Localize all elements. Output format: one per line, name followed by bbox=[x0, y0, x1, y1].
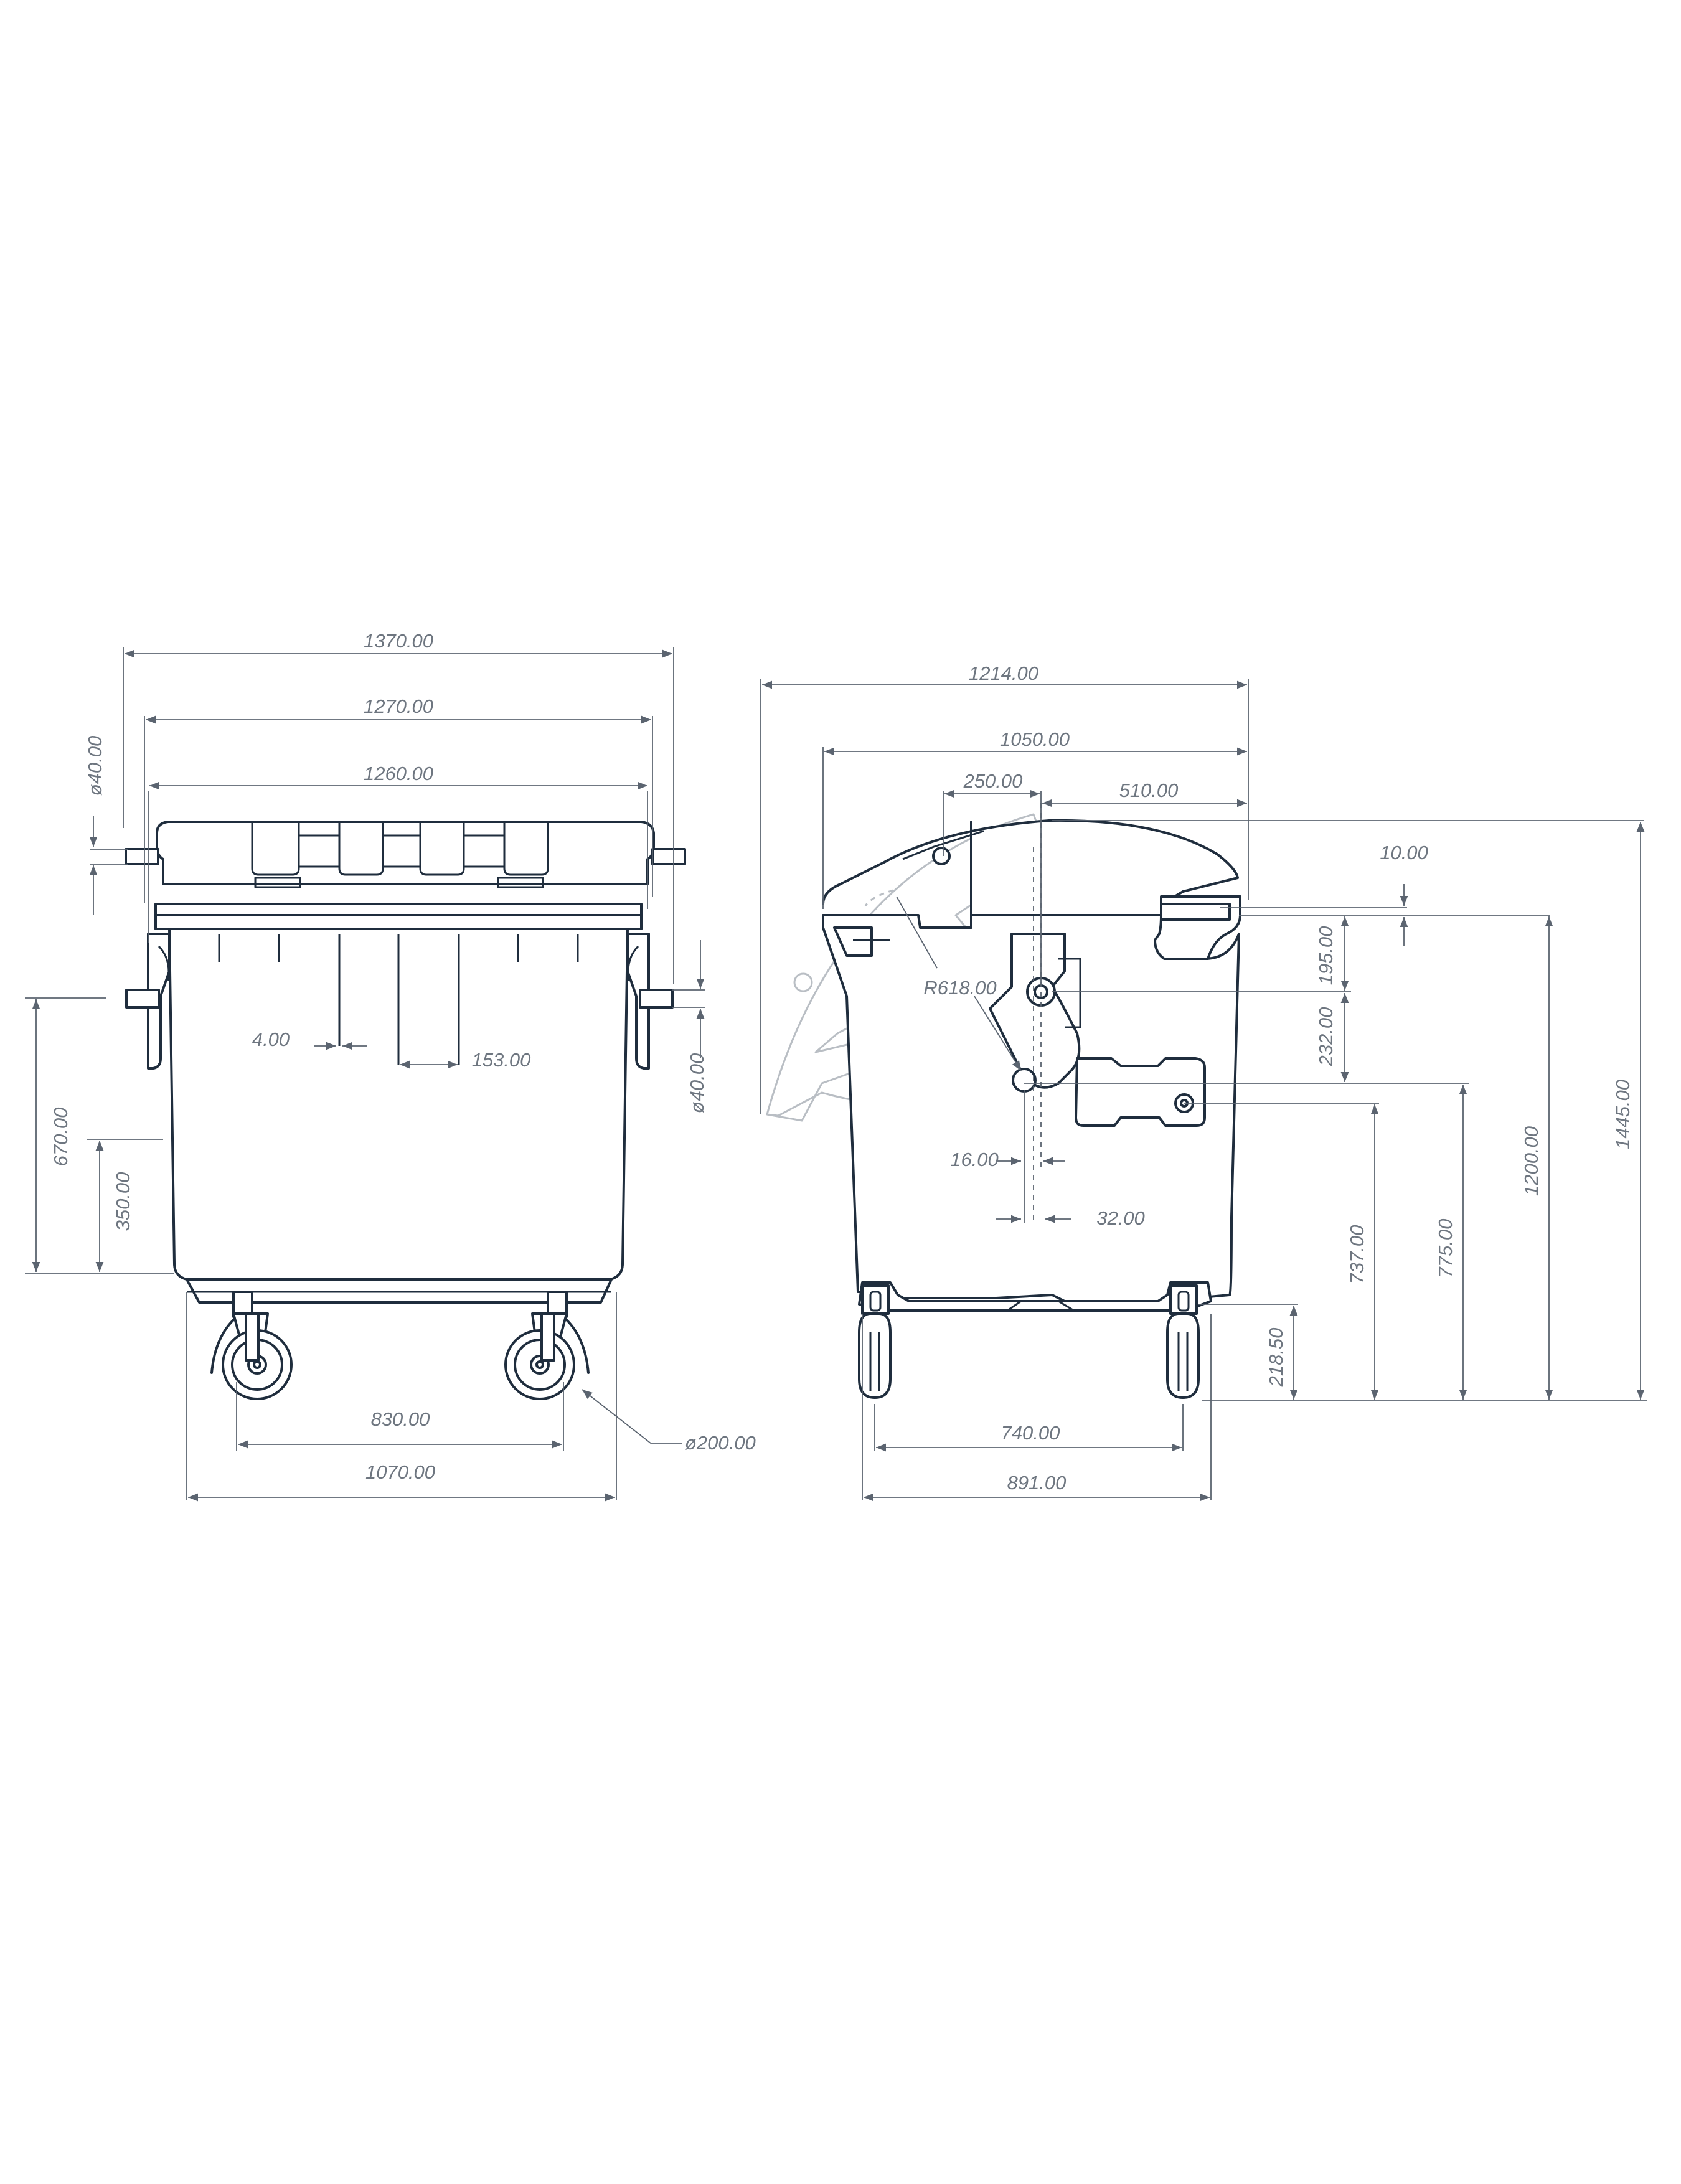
dim-pin-diameter-side: ø40.00 bbox=[686, 1053, 708, 1114]
lid-handle-bridge-3 bbox=[464, 834, 504, 868]
dim-lid-gap: 10.00 bbox=[1380, 842, 1428, 864]
dim-overall-depth: 1214.00 bbox=[969, 662, 1038, 684]
dim-wheel-diameter: ø200.00 bbox=[685, 1432, 756, 1454]
dim-lid-width: 1270.00 bbox=[364, 695, 433, 717]
front-view: 1370.00 1270.00 1260.00 ø40.00 ø40.00 4.… bbox=[25, 630, 756, 1502]
rim-band-lower bbox=[154, 914, 643, 930]
dim-body-top-width: 1260.00 bbox=[364, 763, 433, 784]
trunnion-right bbox=[639, 989, 674, 1009]
body-ribs bbox=[218, 934, 579, 1065]
lid-hinge-dot bbox=[932, 847, 951, 865]
dim-rib-gap: 4.00 bbox=[252, 1028, 290, 1050]
lid-side-edge bbox=[902, 830, 984, 860]
side-dimension-lines bbox=[760, 679, 1647, 1502]
lid-label-left bbox=[254, 877, 301, 888]
dim-rim-height: 1200.00 bbox=[1520, 1126, 1542, 1196]
dim-hinge-spacing-upper: 195.00 bbox=[1315, 926, 1337, 986]
dim-caster-height: 218.50 bbox=[1265, 1328, 1287, 1388]
dim-hinge-offset: 250.00 bbox=[963, 770, 1023, 792]
dim-wheel-spacing-side: 740.00 bbox=[1001, 1422, 1060, 1444]
lid-pin-left bbox=[125, 848, 159, 865]
dim-overall-height: 1445.00 bbox=[1612, 1080, 1634, 1149]
front-dimension-lines bbox=[25, 647, 705, 1502]
lid-label-right bbox=[497, 877, 544, 888]
lid-handle-bridge-1 bbox=[299, 834, 339, 868]
base-center-notch bbox=[1007, 1300, 1075, 1312]
dim-body-depth: 1050.00 bbox=[1000, 728, 1070, 750]
dim-rib-spacing: 153.00 bbox=[472, 1049, 531, 1071]
caster-side-right bbox=[1166, 1284, 1200, 1399]
dim-pin-width: 16.00 bbox=[950, 1149, 999, 1170]
lock-lever bbox=[1075, 1057, 1206, 1127]
dim-lid-radius: R618.00 bbox=[923, 977, 996, 999]
dim-hinge-spacing-lower: 232.00 bbox=[1315, 1007, 1337, 1067]
side-handle-details bbox=[158, 945, 639, 981]
hinge-arm bbox=[989, 933, 1081, 1089]
lid-handle-4 bbox=[503, 823, 549, 876]
rim-notch-left bbox=[833, 926, 873, 957]
lid-handle-1 bbox=[251, 823, 300, 876]
dim-base-depth: 891.00 bbox=[1007, 1472, 1067, 1494]
side-view: 1214.00 1050.00 250.00 510.00 10.00 R618… bbox=[760, 662, 1647, 1502]
dim-wheel-spacing-front: 830.00 bbox=[371, 1408, 430, 1430]
hinge-bracket bbox=[1058, 958, 1081, 1028]
dim-pin-diameter-top: ø40.00 bbox=[84, 736, 106, 796]
lid-front bbox=[156, 821, 655, 885]
dim-trunnion-height: 775.00 bbox=[1434, 1219, 1456, 1278]
side-handle-right bbox=[626, 933, 650, 1070]
caster-left bbox=[210, 1291, 293, 1400]
lid-pin-right bbox=[651, 848, 686, 865]
lid-handle-3 bbox=[419, 823, 465, 876]
rim-lock-inner bbox=[1160, 903, 1231, 921]
dim-overall-width: 1370.00 bbox=[364, 630, 433, 652]
dim-base-width: 1070.00 bbox=[365, 1461, 435, 1483]
lid-handle-2 bbox=[338, 823, 384, 876]
dim-pin-height: 670.00 bbox=[50, 1108, 72, 1167]
trunnion-left bbox=[125, 989, 160, 1009]
dim-lower-pin-height: 350.00 bbox=[112, 1172, 134, 1231]
caster-right bbox=[504, 1291, 590, 1400]
dim-lock-height: 737.00 bbox=[1346, 1225, 1368, 1284]
hinge-pin-lower bbox=[1012, 1068, 1037, 1093]
dim-pin-offset: 32.00 bbox=[1096, 1207, 1145, 1229]
lid-handle-bridge-2 bbox=[383, 834, 420, 868]
dim-lid-depth: 510.00 bbox=[1119, 779, 1179, 801]
caster-side-left bbox=[858, 1284, 892, 1399]
rim-band-upper bbox=[154, 903, 643, 916]
